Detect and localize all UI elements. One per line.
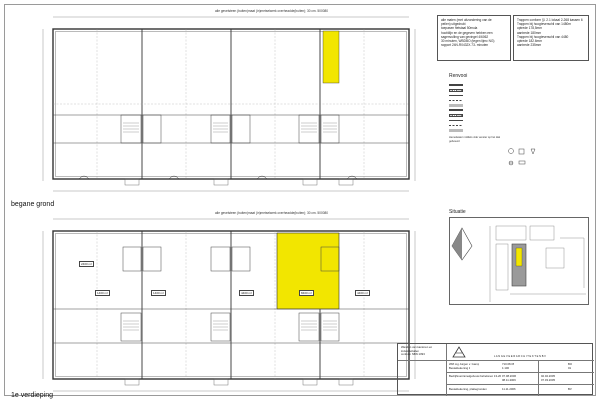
first-dim-note: alle gevelsteen (buiten)maat (in)metselw… xyxy=(215,211,329,215)
legend-swatch xyxy=(449,99,463,101)
legend-swatch xyxy=(449,119,463,121)
area-tag: 2400 m² xyxy=(79,261,95,267)
notes-right: Trappen conform §l. 2.1 lokaal 2-268 kas… xyxy=(513,15,589,61)
legend-row xyxy=(449,108,463,112)
tb-note-line: conform NBN 1093 xyxy=(401,352,425,357)
note-line: sagenvulling van gevingel 4/6062 xyxy=(441,34,489,39)
legend-remark-text: Hemelwater middels vide venster op het d… xyxy=(449,135,501,139)
first-floor-plan xyxy=(39,217,419,395)
legend-row xyxy=(449,103,463,107)
note-line: aantrede 235mm xyxy=(517,43,542,48)
ground-floor-label: begane grond xyxy=(11,201,55,208)
tb-divider xyxy=(538,360,539,396)
date: 11.11.2006 xyxy=(502,387,516,391)
date: 07.08.2006 xyxy=(502,374,516,378)
note-line: 30 minuten, WBDBO (tegen lijmc NG) xyxy=(441,39,495,44)
tb-divider xyxy=(446,372,594,373)
legend-row xyxy=(449,83,463,87)
revision-date: 07.03.2005 xyxy=(541,378,555,382)
drawing-sheet: alle gevelsteen (buiten)maat (in)metselw… xyxy=(4,4,596,399)
note-line: peilen) uitgedrukt xyxy=(441,22,466,27)
legend-remark-2: gebouwd xyxy=(449,139,460,143)
drawing-number: BO xyxy=(568,362,573,366)
situatie-map xyxy=(449,217,589,305)
phase: Bestektekening 1 xyxy=(449,366,471,370)
scale: 1:100 xyxy=(502,366,509,370)
legend-swatch xyxy=(449,88,463,92)
legend-row xyxy=(449,88,463,92)
sheet-number: 01 xyxy=(568,366,572,370)
first-floor-label: 1e verdieping xyxy=(11,392,54,399)
note-line: hoofdlijn en de gegeven hebben een xyxy=(441,30,493,35)
ground-dim-note: alle gevelsteen (buiten)maat (in)metselw… xyxy=(215,9,329,13)
area-tag: 8400 m² xyxy=(299,290,315,296)
revision-date: 02.02.2005 xyxy=(541,374,555,378)
legend-swatch xyxy=(449,124,463,126)
note-line: toepasen fietstaal 50mula xyxy=(441,26,478,31)
legend-swatch xyxy=(449,113,463,117)
legend-symbols xyxy=(505,145,545,175)
tb-divider xyxy=(446,384,594,385)
situatie-title: Situatie xyxy=(449,209,466,215)
legend-title: Renvooi xyxy=(449,73,468,79)
area-tag: 4400 m² xyxy=(239,290,255,296)
note-line: alle maten (met uitzondering van de xyxy=(441,18,492,22)
legend-row xyxy=(449,113,463,117)
project-name: Bedrijfsverzamelgebouw behelsnen 13-20 xyxy=(449,374,502,378)
client: WM rog Jurgen v. Gamp xyxy=(449,362,480,366)
tb-note-line: industriehallen xyxy=(401,348,420,353)
note-line: optrede 182.6mm xyxy=(517,39,542,44)
notes-left: alle maten (met uitzondering van de peil… xyxy=(437,15,511,61)
legend-swatch xyxy=(449,83,463,87)
area-tag: 1400 m² xyxy=(95,290,111,296)
code: 710.08.06 xyxy=(502,362,515,366)
revision-code: BV xyxy=(568,387,572,391)
note-line: rapport 24N-R0432X.73- minuten xyxy=(441,43,489,48)
note-line: optrede 178,5mm xyxy=(517,26,542,31)
note-line: aantrede 180mm xyxy=(517,30,542,35)
area-tag: 4400 m² xyxy=(355,290,371,296)
area-tag: 1400 m² xyxy=(151,290,167,296)
company-name: L A N G E V E E R A R C H I T E K T E N … xyxy=(494,355,546,358)
tb-note-line: Wanden van kantoren en xyxy=(401,346,433,349)
tb-divider xyxy=(398,360,594,361)
legend-row xyxy=(449,128,463,132)
legend-swatch xyxy=(449,94,463,96)
note-line: Trappen bij hoogteverschil van 4480 xyxy=(517,34,569,39)
ground-floor-plan xyxy=(39,15,419,195)
note-line: Trappen bij hoogteverschil van 1480m xyxy=(517,22,571,27)
legend-row xyxy=(449,98,463,102)
drawing-subject: Bestektekening, plattegronden xyxy=(449,387,487,391)
legend-row xyxy=(449,123,463,127)
legend-remark-text: gebouwd xyxy=(449,139,460,143)
legend-row xyxy=(449,118,463,122)
note-line: Trappen conform §l. 2.1 lokaal 2-268 kas… xyxy=(517,18,583,22)
legend-swatch xyxy=(449,108,463,112)
legend-row xyxy=(449,93,463,97)
legend-remark: Hemelwater middels vide venster op het d… xyxy=(449,135,500,139)
date: 08.11.2006 xyxy=(502,378,516,382)
legend-swatch xyxy=(449,103,463,107)
legend-swatch xyxy=(449,128,463,132)
company-logo xyxy=(452,346,466,358)
tb-divider xyxy=(446,344,447,396)
tb-note: Wanden van kantoren en industriehallen c… xyxy=(401,346,445,357)
title-block: Wanden van kantoren en industriehallen c… xyxy=(397,343,594,396)
